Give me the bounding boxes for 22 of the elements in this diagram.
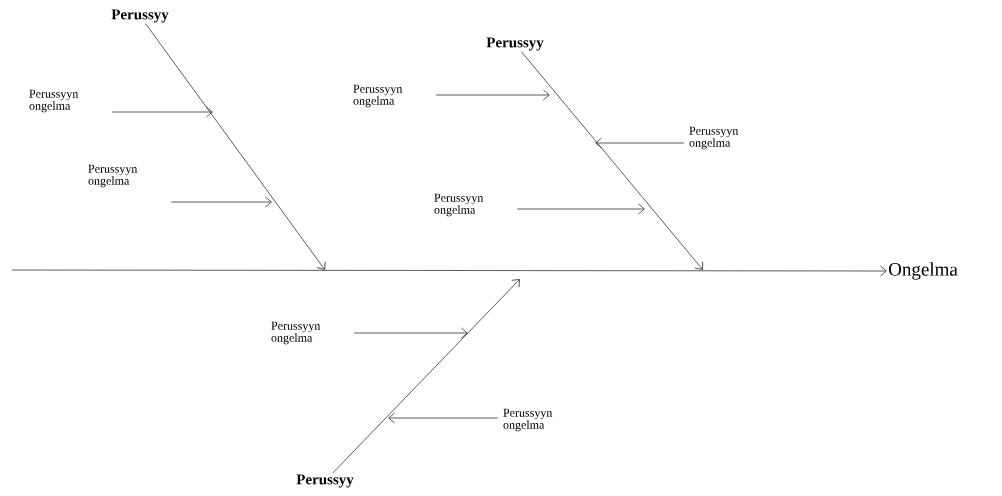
category-label: Perussyy — [296, 474, 354, 488]
cause-arrow — [595, 137, 685, 149]
category-bone — [521, 51, 703, 270]
cause-label: Perussyyn ongelma — [503, 408, 553, 432]
cause-label: Perussyyn ongelma — [689, 126, 739, 150]
cause-label: Perussyyn ongelma — [353, 84, 403, 108]
cause-arrow — [170, 196, 272, 208]
cause-arrow — [388, 412, 499, 424]
cause-arrow — [516, 203, 645, 215]
cause-label: Perussyyn ongelma — [29, 89, 79, 113]
category-bone — [332, 279, 520, 474]
cause-arrow — [435, 89, 550, 101]
cause-arrow — [111, 106, 213, 118]
cause-label: Perussyyn ongelma — [271, 321, 321, 345]
category-bone — [145, 23, 326, 270]
problem-label: Ongelma — [888, 262, 958, 280]
cause-arrow — [353, 327, 468, 339]
fishbone-spine — [11, 265, 887, 277]
cause-label: Perussyyn ongelma — [88, 164, 138, 188]
category-label: Perussyy — [111, 9, 169, 23]
category-label: Perussyy — [486, 37, 544, 51]
cause-label: Perussyyn ongelma — [434, 193, 484, 217]
